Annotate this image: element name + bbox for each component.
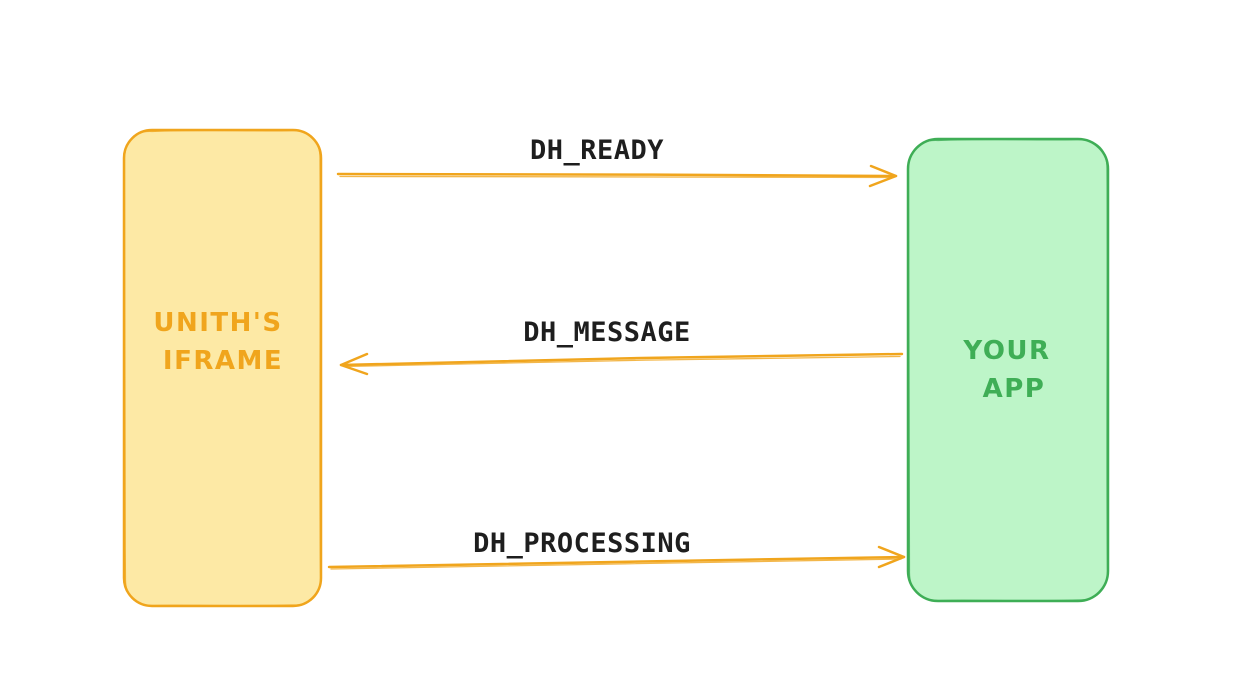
edge-dh-ready-line	[336, 172, 898, 178]
iframe-label-line2: IFRAME	[163, 346, 283, 376]
edge-dh-processing-line-sketch	[330, 558, 902, 570]
edge-dh-message-arrowhead	[339, 352, 369, 376]
edge-dh-processing-line	[327, 555, 906, 569]
edge-dh-ready-arrowhead	[868, 164, 898, 188]
edge-dh-message: DH_MESSAGE	[339, 317, 904, 376]
app-box	[906, 137, 1110, 603]
iframe-box-sketch-stroke	[123, 129, 322, 607]
edge-dh-message-label: DH_MESSAGE	[523, 317, 691, 348]
app-box-sketch-stroke	[907, 138, 1109, 602]
edge-dh-message-line	[339, 352, 904, 367]
edge-dh-ready-label: DH_READY	[530, 135, 664, 166]
iframe-node: UNITH'S IFRAME	[122, 128, 323, 608]
edge-dh-processing-arrowhead	[877, 545, 906, 569]
edge-dh-ready: DH_READY	[336, 135, 898, 188]
edge-dh-ready-line-sketch	[339, 175, 894, 179]
edge-dh-processing: DH_PROCESSING	[327, 528, 906, 570]
app-label-line1: YOUR	[962, 336, 1050, 366]
edge-dh-message-line-sketch	[343, 355, 901, 368]
app-node: YOUR APP	[906, 137, 1110, 603]
edge-dh-processing-label: DH_PROCESSING	[473, 528, 691, 559]
iframe-label-line1: UNITH'S	[153, 308, 282, 338]
app-label-line2: APP	[983, 374, 1046, 404]
